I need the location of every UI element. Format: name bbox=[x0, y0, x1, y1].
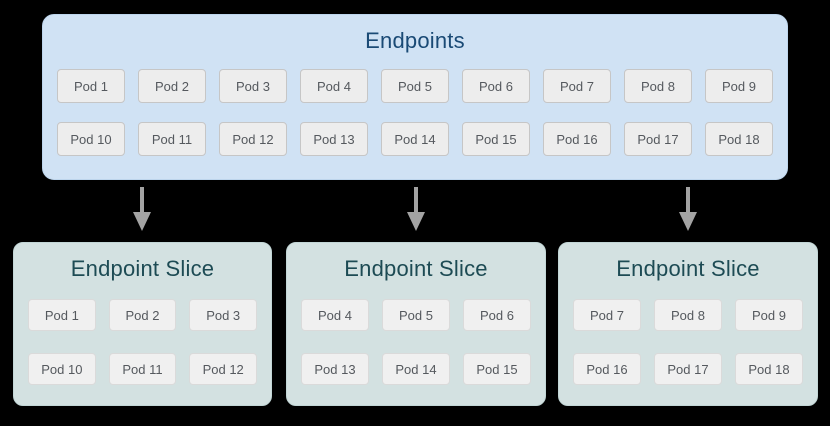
slice-1-pod-row-1: Pod 1 Pod 2 Pod 3 bbox=[28, 299, 258, 331]
pod-9: Pod 9 bbox=[705, 69, 773, 103]
pod-3: Pod 3 bbox=[219, 69, 287, 103]
slice-2-pod-row-1: Pod 4 Pod 5 Pod 6 bbox=[301, 299, 531, 331]
pod-3: Pod 3 bbox=[189, 299, 258, 331]
pod-1: Pod 1 bbox=[28, 299, 96, 331]
pod-11: Pod 11 bbox=[138, 122, 206, 156]
pod-17: Pod 17 bbox=[624, 122, 692, 156]
pod-15: Pod 15 bbox=[463, 353, 531, 385]
pod-14: Pod 14 bbox=[382, 353, 450, 385]
slice-3-pod-row-1: Pod 7 Pod 8 Pod 9 bbox=[573, 299, 803, 331]
endpoints-box: Endpoints Pod 1 Pod 2 Pod 3 Pod 4 Pod 5 … bbox=[42, 14, 788, 180]
pod-9: Pod 9 bbox=[735, 299, 803, 331]
pod-5: Pod 5 bbox=[382, 299, 450, 331]
endpoints-pod-row-1: Pod 1 Pod 2 Pod 3 Pod 4 Pod 5 Pod 6 Pod … bbox=[57, 69, 773, 103]
pod-7: Pod 7 bbox=[543, 69, 611, 103]
arrow-head bbox=[679, 212, 697, 231]
arrow-shaft bbox=[414, 187, 418, 213]
pod-1: Pod 1 bbox=[57, 69, 125, 103]
down-arrow-icon bbox=[132, 187, 152, 232]
pod-6: Pod 6 bbox=[462, 69, 530, 103]
pod-8: Pod 8 bbox=[624, 69, 692, 103]
endpoint-slice-title: Endpoint Slice bbox=[344, 256, 488, 281]
pod-10: Pod 10 bbox=[28, 353, 96, 385]
pod-13: Pod 13 bbox=[300, 122, 368, 156]
pod-12: Pod 12 bbox=[219, 122, 287, 156]
arrow-head bbox=[407, 212, 425, 231]
pod-18: Pod 18 bbox=[735, 353, 803, 385]
endpoints-title: Endpoints bbox=[365, 28, 465, 53]
pod-14: Pod 14 bbox=[381, 122, 449, 156]
arrow-shaft bbox=[140, 187, 144, 213]
down-arrow-icon bbox=[678, 187, 698, 232]
pod-17: Pod 17 bbox=[654, 353, 722, 385]
pod-2: Pod 2 bbox=[138, 69, 206, 103]
arrow-shaft bbox=[686, 187, 690, 213]
pod-16: Pod 16 bbox=[573, 353, 641, 385]
pod-18: Pod 18 bbox=[705, 122, 773, 156]
down-arrow-icon bbox=[406, 187, 426, 232]
endpoint-slice-title: Endpoint Slice bbox=[616, 256, 760, 281]
pod-8: Pod 8 bbox=[654, 299, 722, 331]
pod-16: Pod 16 bbox=[543, 122, 611, 156]
endpoint-slice-box-2: Endpoint Slice Pod 4 Pod 5 Pod 6 Pod 13 … bbox=[286, 242, 546, 406]
endpoint-slice-box-3: Endpoint Slice Pod 7 Pod 8 Pod 9 Pod 16 … bbox=[558, 242, 818, 406]
pod-11: Pod 11 bbox=[108, 353, 177, 385]
slice-3-pod-row-2: Pod 16 Pod 17 Pod 18 bbox=[573, 353, 803, 385]
pod-10: Pod 10 bbox=[57, 122, 125, 156]
slice-1-pod-row-2: Pod 10 Pod 11 Pod 12 bbox=[28, 353, 258, 385]
pod-4: Pod 4 bbox=[301, 299, 369, 331]
endpoint-slice-title: Endpoint Slice bbox=[70, 256, 215, 281]
pod-4: Pod 4 bbox=[300, 69, 368, 103]
pod-7: Pod 7 bbox=[573, 299, 641, 331]
endpoints-pod-row-2: Pod 10 Pod 11 Pod 12 Pod 13 Pod 14 Pod 1… bbox=[57, 122, 773, 156]
pod-15: Pod 15 bbox=[462, 122, 530, 156]
pod-6: Pod 6 bbox=[463, 299, 531, 331]
endpoint-slice-box-1: Endpoint Slice Pod 1 Pod 2 Pod 3 Pod 10 … bbox=[13, 242, 272, 406]
pod-12: Pod 12 bbox=[189, 353, 258, 385]
slice-2-pod-row-2: Pod 13 Pod 14 Pod 15 bbox=[301, 353, 531, 385]
arrow-head bbox=[133, 212, 151, 231]
pod-5: Pod 5 bbox=[381, 69, 449, 103]
pod-2: Pod 2 bbox=[108, 299, 177, 331]
pod-13: Pod 13 bbox=[301, 353, 369, 385]
